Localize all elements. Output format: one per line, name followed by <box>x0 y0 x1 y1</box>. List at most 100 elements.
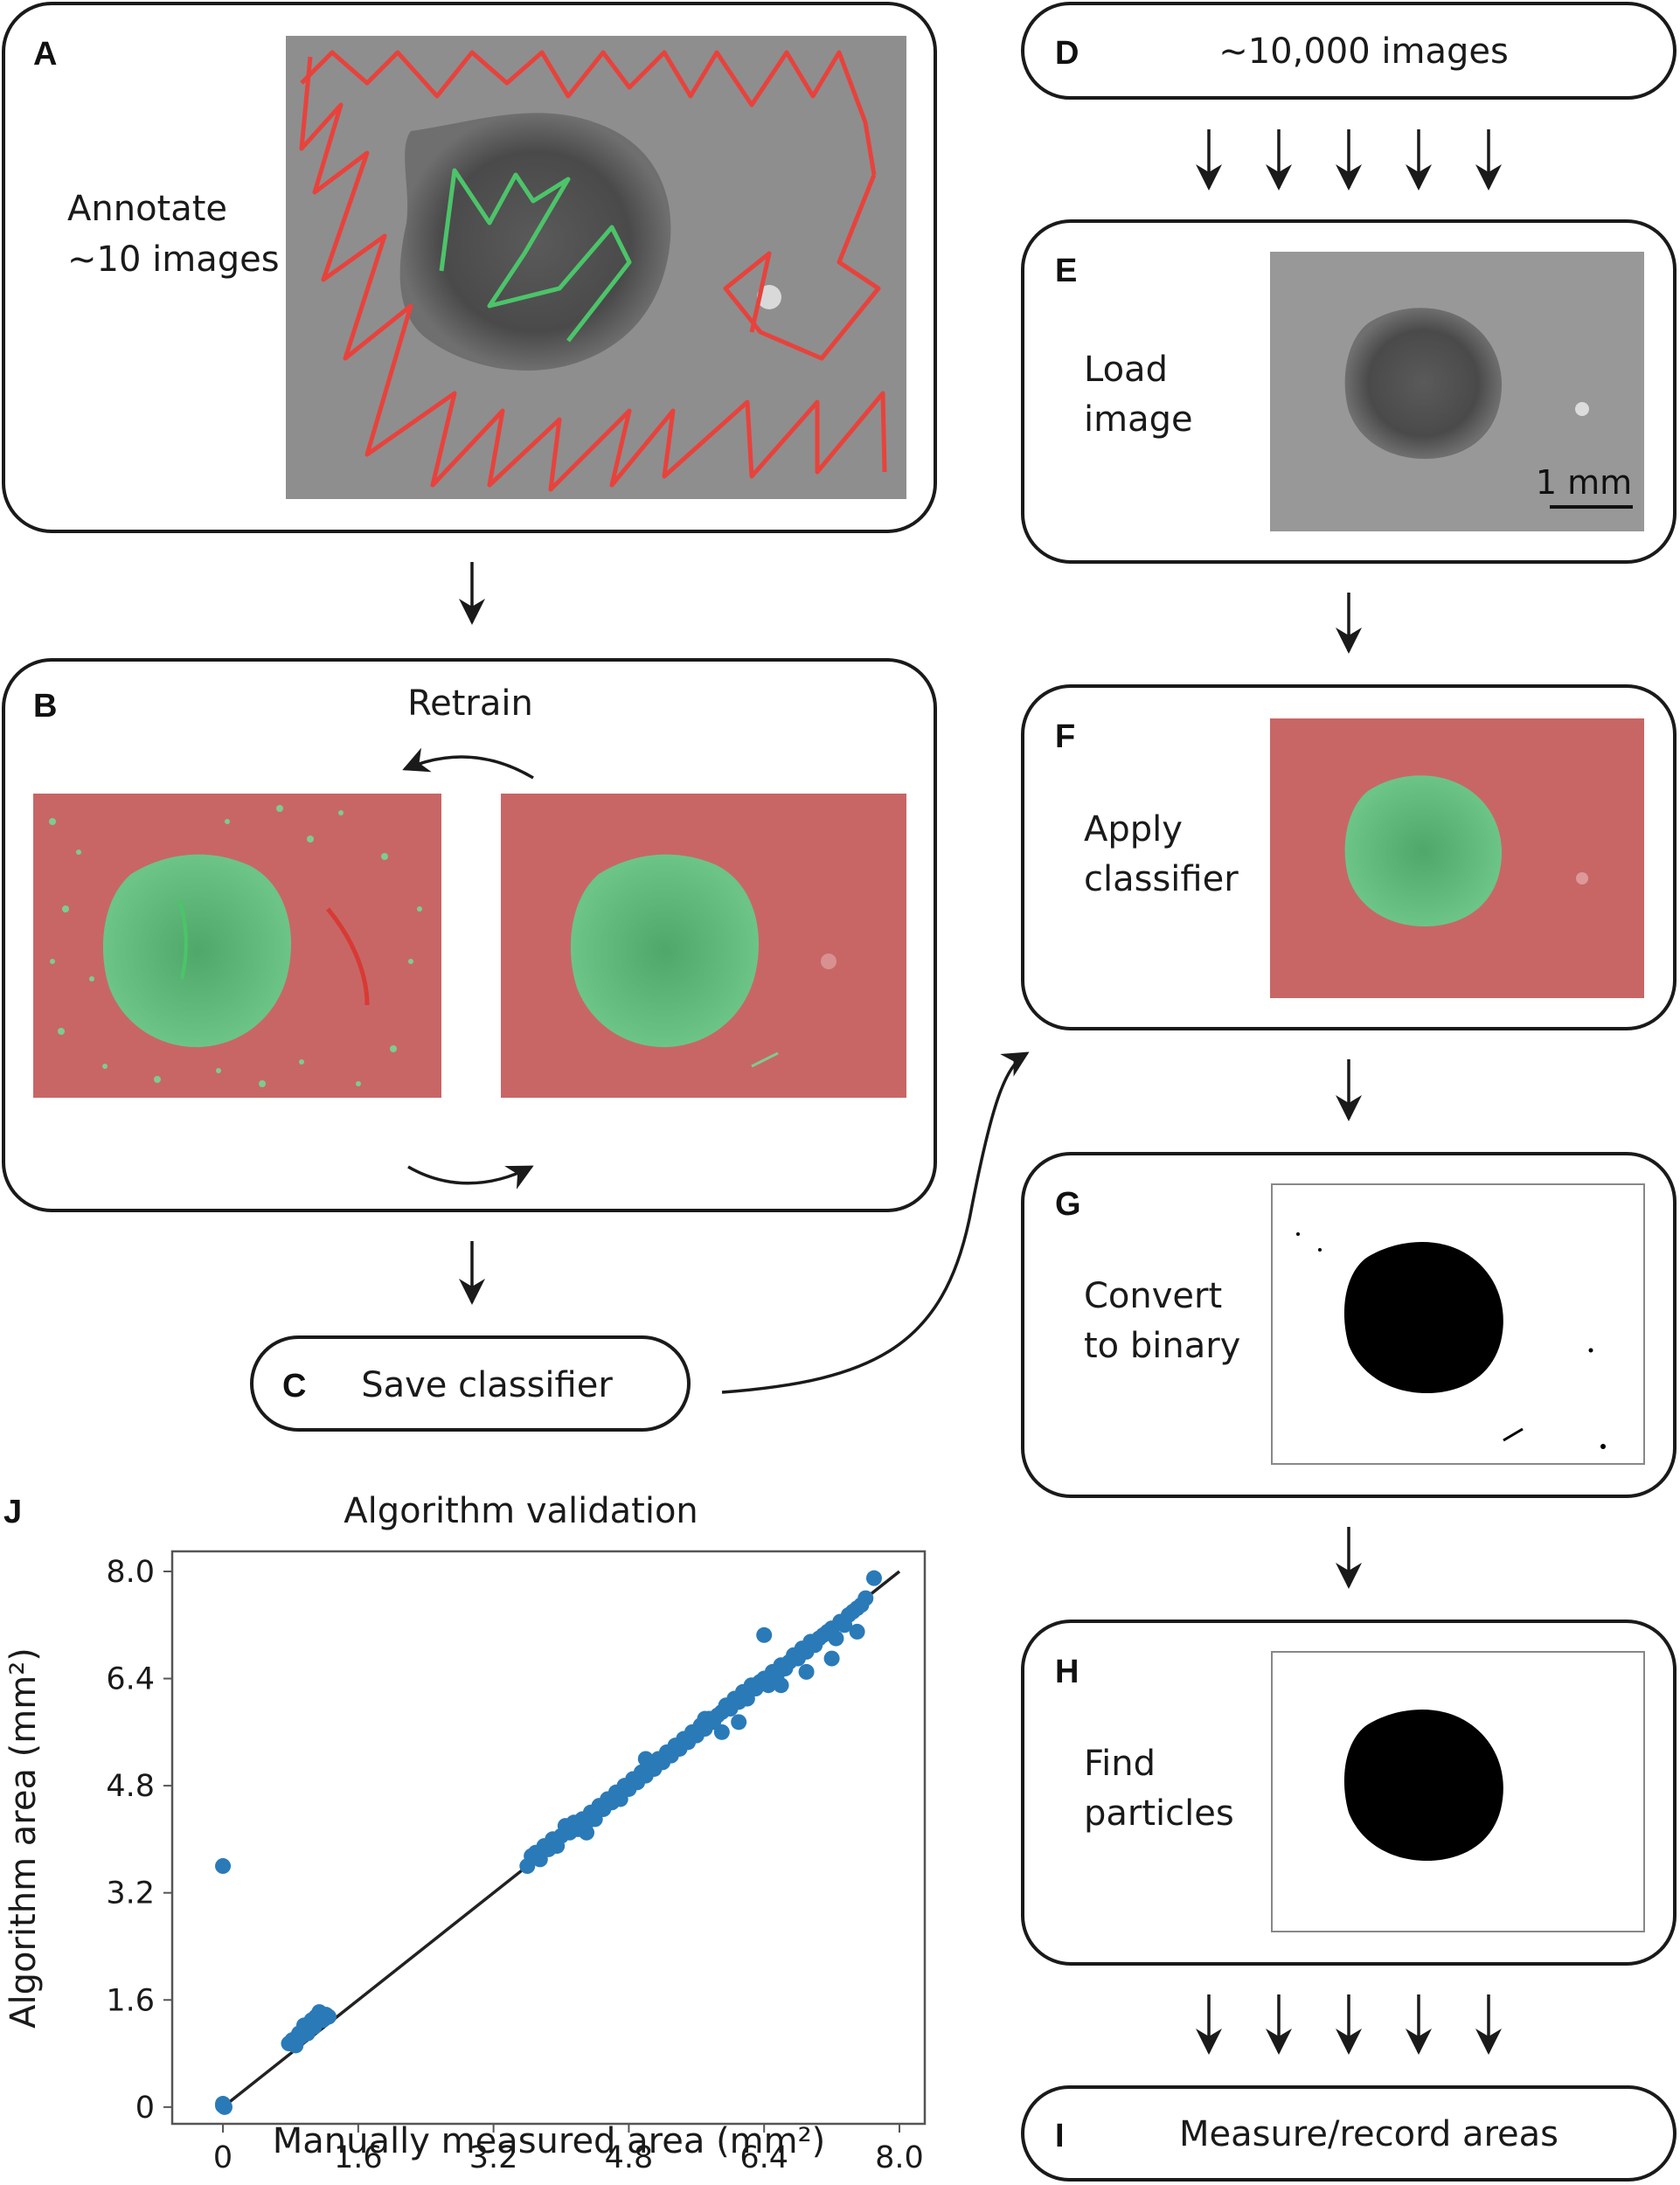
panel-j-label: J <box>3 1494 22 1530</box>
classifier-output-initial <box>33 794 441 1098</box>
panel-f-text-line1: Apply <box>1084 809 1183 850</box>
spheroid <box>399 113 671 371</box>
debris-spot-classified <box>1576 872 1588 884</box>
spheroid-green <box>1344 775 1503 926</box>
scatter-point <box>697 1710 713 1727</box>
scatter-point <box>545 1831 561 1848</box>
panel-h-label: H <box>1055 1654 1079 1690</box>
panel-d-label: D <box>1055 35 1079 72</box>
debris-spot-retrained <box>821 954 837 969</box>
scatter-point <box>637 1751 654 1767</box>
scatter-point <box>828 1630 844 1647</box>
scatter-point <box>579 1824 595 1841</box>
panel-e-text-line2: image <box>1084 399 1193 440</box>
y-tick-label: 1.6 <box>106 1983 155 2018</box>
panel-d: D ~10,000 images <box>1021 2 1677 100</box>
green-sliver <box>751 1051 779 1068</box>
panel-c-text: Save classifier <box>361 1365 613 1405</box>
x-axis-ticks: 0 1.6 3.2 4.8 6.4 8.0 <box>213 2124 924 2175</box>
panel-i-box <box>1021 2085 1677 2182</box>
panel-i-text: Measure/record areas <box>1179 2114 1559 2154</box>
panel-j: J Algorithm validation 01.63.24.86.48.0 … <box>3 1491 927 2175</box>
false-positive-specks <box>49 805 422 1087</box>
arrows-h-to-i <box>1196 1994 1502 2055</box>
x-tick-label: 8.0 <box>875 2140 924 2175</box>
scatter-point <box>756 1627 773 1643</box>
panel-g-text-line2: to binary <box>1084 1326 1240 1366</box>
panel-a: A Annotate ~10 images <box>2 2 937 533</box>
micrograph-annotated <box>286 36 906 499</box>
panel-b-label: B <box>33 688 57 725</box>
x-tick-label: 6.4 <box>739 2140 788 2175</box>
panel-e-text-line1: Load <box>1084 350 1168 390</box>
y-tick-label: 3.2 <box>106 1876 155 1911</box>
panel-g-label: G <box>1055 1186 1081 1223</box>
spheroid-classified-retrained <box>570 854 759 1048</box>
scatter-point <box>302 2020 319 2036</box>
y-tick-label: 4.8 <box>106 1769 155 1804</box>
red-stroke <box>326 907 370 1006</box>
scatter-point <box>865 1570 882 1586</box>
panel-c-box <box>250 1335 691 1432</box>
retrain-arrow-bottom <box>407 1165 534 1190</box>
scatter-point <box>798 1663 815 1680</box>
x-axis-label: Manually measured area (mm²) <box>273 2121 826 2161</box>
panel-c: C Save classifier <box>250 1335 691 1432</box>
red-background-annotation <box>299 56 887 492</box>
y-axis-ticks: 0 1.6 3.2 4.8 6.4 8.0 <box>106 1555 172 2126</box>
x-tick-label: 3.2 <box>469 2140 518 2175</box>
panel-e: E Load image 1 mm <box>1021 219 1677 564</box>
scale-bar-label: 1 mm <box>1536 463 1632 502</box>
scatter-points <box>215 1570 882 2115</box>
scatter-point <box>731 1714 747 1731</box>
panel-a-label: A <box>33 36 57 73</box>
panel-h-text-line2: particles <box>1084 1793 1234 1834</box>
panel-g-text-line1: Convert <box>1084 1276 1222 1316</box>
arrow-c-to-f <box>721 1051 1030 1394</box>
red-side-annotation <box>723 174 881 361</box>
scatter-point <box>215 1858 232 1875</box>
scatter-point <box>215 2096 232 2112</box>
panel-i: I Measure/record areas <box>1021 2085 1677 2182</box>
scatter-point <box>289 2029 306 2045</box>
classifier-output-retrained <box>501 794 906 1098</box>
y-tick-label: 8.0 <box>106 1555 155 1590</box>
panel-c-label: C <box>282 1368 306 1405</box>
panel-f: F Apply classifier <box>1021 684 1677 1030</box>
retrain-arrow-top <box>402 747 534 780</box>
panel-b-title: Retrain <box>407 683 533 724</box>
green-stroke <box>177 899 188 980</box>
y-tick-label: 0 <box>135 2091 155 2126</box>
x-tick-label: 1.6 <box>334 2140 383 2175</box>
panel-b: B Retrain <box>2 658 937 1212</box>
panel-h: H Find particles <box>1021 1620 1677 1966</box>
panel-f-text-line2: classifier <box>1084 859 1239 899</box>
arrows-d-to-e <box>1196 129 1502 191</box>
y-axis-label: Algorithm area (mm²) <box>3 1647 44 2029</box>
y-tick-label: 6.4 <box>106 1662 155 1697</box>
scatter-point <box>823 1650 840 1667</box>
panel-i-label: I <box>1055 2118 1065 2154</box>
binary-specks <box>1296 1232 1606 1449</box>
panel-g: G Convert to binary <box>1021 1152 1677 1498</box>
spheroid-binary <box>1343 1242 1503 1393</box>
scatter-point <box>849 1623 865 1640</box>
chart-title: Algorithm validation <box>344 1491 698 1531</box>
red-top-annotation <box>300 50 877 176</box>
spheroid-particle <box>1343 1710 1503 1861</box>
scatter-point <box>773 1677 789 1694</box>
x-tick-label: 0 <box>213 2140 233 2175</box>
scatter-point <box>311 2004 328 2021</box>
x-tick-label: 4.8 <box>605 2140 654 2175</box>
micrograph-classified <box>1270 718 1644 998</box>
panel-a-text-line1: Annotate <box>67 189 227 229</box>
panel-d-box <box>1021 2 1677 100</box>
debris-spot-raw <box>1575 402 1589 416</box>
panel-f-label: F <box>1055 718 1075 755</box>
green-foreground-annotation <box>439 168 632 343</box>
spheroid-classified <box>102 854 292 1048</box>
micrograph-raw: 1 mm <box>1270 252 1644 531</box>
scatter-point <box>857 1590 874 1606</box>
panel-a-text-line2: ~10 images <box>67 239 280 280</box>
